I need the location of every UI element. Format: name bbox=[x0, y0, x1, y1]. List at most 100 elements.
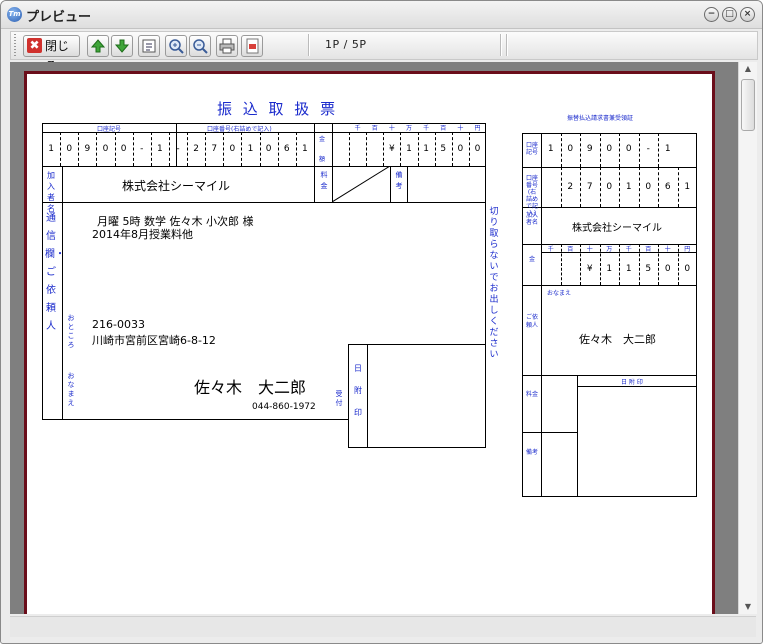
close-window-button[interactable]: × bbox=[740, 7, 755, 22]
close-x-icon: ✖ bbox=[27, 38, 42, 53]
receipt-number-digit: 1 bbox=[684, 182, 691, 192]
receipt-account-digit: 1 bbox=[664, 144, 671, 154]
digit-divider bbox=[277, 132, 279, 166]
amount-digit: 1 bbox=[423, 144, 429, 154]
digit-divider bbox=[223, 132, 225, 166]
page-indicator: 1P / 5P bbox=[325, 38, 367, 51]
account-digit: 1 bbox=[302, 144, 308, 154]
digit-divider bbox=[638, 133, 640, 167]
amount-unit-label: 円 bbox=[474, 125, 481, 132]
next-page-button[interactable] bbox=[111, 35, 133, 57]
digit-divider bbox=[580, 133, 581, 167]
receipt-account-label: 口座記号 bbox=[526, 142, 539, 156]
account-digit: 2 bbox=[193, 144, 199, 154]
export-pdf-button[interactable] bbox=[241, 35, 263, 57]
account-digit: 1 bbox=[48, 144, 54, 154]
digit-divider bbox=[60, 132, 62, 166]
digit-divider bbox=[114, 132, 116, 166]
receipt-account-digit: 0 bbox=[625, 144, 632, 154]
digit-divider bbox=[451, 132, 453, 166]
receipt-amount-unit-label: 百 bbox=[567, 246, 574, 253]
address: 川崎市宮前区宮崎6-8-12 bbox=[92, 334, 216, 347]
digit-divider bbox=[132, 132, 134, 166]
sender-name: 佐々木 大二郎 bbox=[194, 378, 307, 397]
receipt-number-digit: 0 bbox=[606, 182, 613, 192]
toolbar: ✖ 閉じる 1P / 5P bbox=[10, 31, 758, 73]
toolbar-separator bbox=[506, 34, 508, 56]
account-number-label: 口座番号(右詰めで記入) bbox=[207, 126, 272, 133]
prev-page-button[interactable] bbox=[87, 35, 109, 57]
account-symbol-label: 口座記号 bbox=[97, 126, 122, 133]
digit-divider bbox=[658, 167, 659, 207]
digit-divider bbox=[349, 132, 351, 166]
receipt-title: 振替払込請求書兼受領証 bbox=[567, 115, 634, 122]
page-setting-button[interactable] bbox=[138, 35, 160, 57]
digit-divider bbox=[599, 244, 601, 285]
digit-divider bbox=[599, 167, 601, 207]
receipt-name-label: おなまえ bbox=[547, 290, 572, 297]
receipt-amount-unit-label: 十 bbox=[664, 246, 671, 253]
receipt-number-digit: 1 bbox=[625, 182, 632, 192]
receipt-amount-digit: 1 bbox=[625, 264, 632, 274]
digit-divider bbox=[417, 132, 419, 166]
app-icon: Tm bbox=[7, 7, 22, 22]
receipt-sender-name: 佐々木 大二郎 bbox=[579, 333, 656, 346]
digit-divider bbox=[619, 133, 620, 167]
receipt-number-digit: 2 bbox=[567, 182, 574, 192]
amount-label-1: 金 bbox=[319, 136, 326, 143]
zoom-in-icon bbox=[169, 39, 184, 54]
amount-digit: 0 bbox=[474, 144, 481, 154]
receipt-amount-digit: 0 bbox=[684, 264, 691, 274]
amount-digit: 5 bbox=[440, 144, 447, 154]
name-label: おなまえ bbox=[67, 372, 75, 407]
zip-code: 216-0033 bbox=[92, 318, 145, 331]
account-digit: 6 bbox=[283, 144, 290, 154]
zoom-in-button[interactable] bbox=[165, 35, 187, 57]
minimize-button[interactable]: − bbox=[704, 7, 719, 22]
receipt-account-digit: 1 bbox=[547, 144, 554, 154]
receipt-amount-label: 金 bbox=[528, 256, 535, 263]
receipt-amount-digit: 5 bbox=[645, 264, 652, 274]
close-button[interactable]: ✖ 閉じる bbox=[23, 35, 80, 73]
phone-number: 044-860-1972 bbox=[252, 402, 316, 412]
digit-divider bbox=[619, 244, 620, 285]
digit-divider bbox=[96, 132, 98, 166]
receipt-amount-unit-label: 万 bbox=[606, 246, 613, 253]
scrollbar-thumb[interactable] bbox=[741, 79, 755, 131]
receipt-stamp-label: 日 附 印 bbox=[621, 379, 643, 386]
vertical-scrollbar[interactable]: ▲ ▼ bbox=[738, 62, 757, 614]
receipt-amount-unit-label: 十 bbox=[586, 246, 593, 253]
digit-divider bbox=[366, 132, 368, 166]
receipt-fee-label: 料金 bbox=[526, 391, 539, 398]
receipt-requester-label: ご依頼人 bbox=[526, 314, 539, 329]
list-icon bbox=[142, 39, 156, 53]
scroll-up-arrow-icon[interactable]: ▲ bbox=[744, 64, 752, 73]
payee-label: 加入者名 bbox=[47, 171, 55, 213]
amount-unit-label: 千 bbox=[423, 125, 430, 132]
note-label: 備考 bbox=[395, 171, 403, 190]
digit-divider bbox=[434, 132, 436, 166]
amount-digit: 1 bbox=[406, 144, 412, 154]
account-digit: 7 bbox=[211, 144, 218, 154]
digit-divider bbox=[295, 132, 297, 166]
amount-unit-label: 百 bbox=[371, 125, 378, 132]
receipt-account-digit: - bbox=[646, 144, 650, 154]
address-label: おところ bbox=[67, 314, 75, 349]
amount-unit-label: 万 bbox=[406, 125, 413, 132]
arrow-down-icon bbox=[114, 39, 130, 53]
toolbar-grip bbox=[14, 34, 16, 56]
digit-divider bbox=[383, 132, 385, 166]
receipt-number-digit: 7 bbox=[586, 182, 593, 192]
zoom-out-button[interactable] bbox=[189, 35, 211, 57]
toolbar-separator bbox=[308, 34, 310, 56]
amount-unit-label: 百 bbox=[440, 125, 447, 132]
status-bar bbox=[10, 616, 756, 637]
receipt-amount-unit-label: 百 bbox=[645, 246, 652, 253]
account-digit: 0 bbox=[120, 144, 127, 154]
maximize-button[interactable]: □ bbox=[722, 7, 737, 22]
scroll-down-arrow-icon[interactable]: ▼ bbox=[744, 602, 752, 611]
print-button[interactable] bbox=[216, 35, 238, 57]
fee-cancel-slash bbox=[332, 166, 390, 202]
